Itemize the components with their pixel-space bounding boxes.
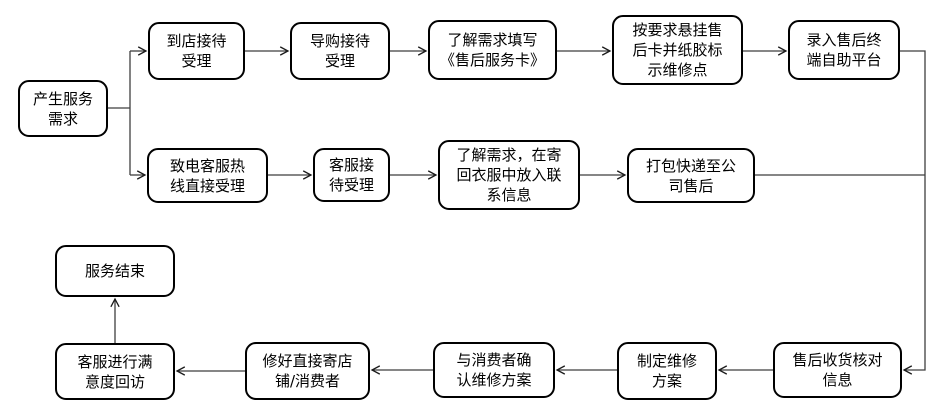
flow-node-start: 产生服务 需求 [18, 80, 108, 137]
flow-node-send-back-label: 修好直接寄店 铺/消费者 [262, 352, 353, 390]
flow-node-start-label: 产生服务 需求 [32, 89, 93, 128]
flow-node-hang-service-card-label: 按要求悬挂售 后卡并纸胶标 示维修点 [632, 21, 723, 79]
flow-node-call-hotline: 致电客服热 线直接受理 [147, 148, 268, 203]
flow-node-enter-platform: 录入售后终 端自助平台 [788, 20, 900, 80]
flow-node-confirm-repair-plan-label: 与消费者确 认维修方案 [456, 351, 532, 389]
flow-node-make-repair-plan: 制定维修 方案 [617, 342, 717, 400]
flow-node-guide-reception: 导购接待 受理 [290, 22, 390, 80]
flow-node-make-repair-plan-label: 制定维修 方案 [636, 352, 697, 390]
flow-node-service-end: 服务结束 [55, 245, 175, 297]
flow-node-satisfaction-visit: 客服进行满 意度回访 [55, 343, 175, 400]
flow-node-hang-service-card: 按要求悬挂售 后卡并纸胶标 示维修点 [612, 15, 743, 85]
flow-node-cs-reception: 客服接 待受理 [313, 148, 390, 202]
flow-node-enter-platform-label: 录入售后终 端自助平台 [806, 31, 882, 69]
connector-platform-to-receivecheck [900, 50, 926, 375]
flow-node-store-reception-label: 到店接待 受理 [166, 32, 227, 70]
flow-node-mail-contact-info: 了解需求，在寄 回衣服中放入联 系信息 [438, 140, 580, 210]
flow-node-mail-contact-info-label: 了解需求，在寄 回衣服中放入联 系信息 [456, 146, 562, 204]
flow-node-fill-service-card: 了解需求填写 《售后服务卡》 [428, 20, 557, 80]
flow-node-receive-and-check-label: 售后收货核对 信息 [792, 351, 883, 389]
flow-node-store-reception: 到店接待 受理 [148, 22, 245, 80]
flow-node-receive-and-check: 售后收货核对 信息 [773, 342, 902, 398]
flow-node-confirm-repair-plan: 与消费者确 认维修方案 [433, 342, 555, 398]
flow-node-satisfaction-visit-label: 客服进行满 意度回访 [77, 352, 153, 391]
connector-start-split [108, 51, 131, 175]
flow-node-guide-reception-label: 导购接待 受理 [309, 32, 370, 70]
flow-node-pack-and-ship: 打包快递至公 司售后 [627, 148, 755, 203]
flow-node-fill-service-card-label: 了解需求填写 《售后服务卡》 [439, 31, 545, 69]
flow-node-service-end-label: 服务结束 [84, 262, 145, 280]
flow-node-cs-reception-label: 客服接 待受理 [328, 156, 374, 194]
flow-node-send-back: 修好直接寄店 铺/消费者 [245, 342, 370, 400]
flow-node-pack-and-ship-label: 打包快递至公 司售后 [645, 156, 736, 195]
flow-node-call-hotline-label: 致电客服热 线直接受理 [169, 156, 245, 195]
